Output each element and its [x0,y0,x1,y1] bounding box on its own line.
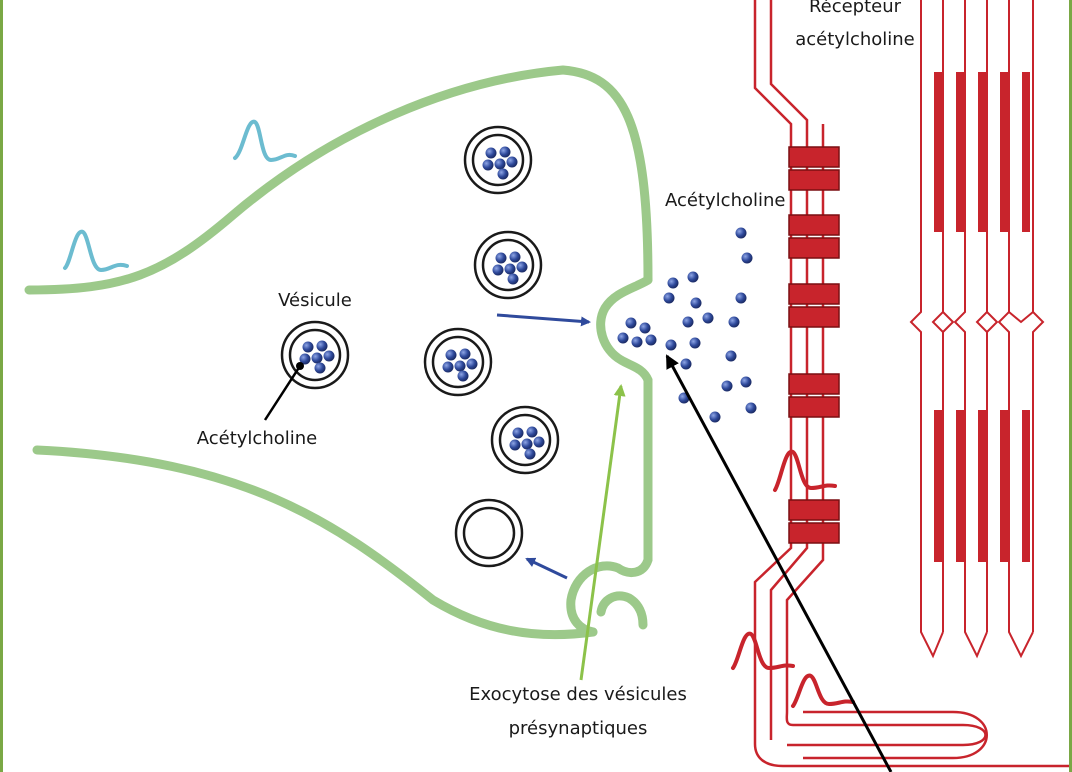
released-acetylcholine [663,227,757,423]
presynaptic-terminal [24,65,653,640]
fusing-vesicle-molecules [617,317,657,348]
vesicle-label-leader [263,365,302,421]
exocytosis-label-line2: présynaptiques [509,718,648,739]
acetylcholine-receptor [788,373,840,418]
vesicle [473,230,543,300]
acetylcholine-receptor [788,283,840,328]
acetylcholine-pointer-arrow [665,354,893,772]
vesicle [490,405,560,475]
acetylcholine-receptor [788,214,840,259]
vesicle-recycling-arrow [525,557,568,580]
exocytosis-pointer-arrow [579,384,626,681]
exocytosis-label-line1: Exocytose des vésicules [469,684,687,705]
presynaptic-membrane-lower [32,445,598,640]
myofibril-bands [934,72,1030,562]
myofibrils [909,0,1045,659]
postsynaptic-action-potential [731,631,795,671]
postsynaptic-action-potential [791,673,855,708]
vesicle-label-dot [296,362,304,370]
vesicle-movement-arrow [496,313,591,327]
acetylcholine-receptor [788,146,840,191]
empty-vesicle [454,498,524,568]
vesicle-label: Vésicule [278,290,352,311]
acetylcholine-released-label: Acétylcholine [665,190,785,211]
receptor-label-line2: acétylcholine [795,29,915,50]
presynaptic-membrane-upper [24,65,653,295]
presynaptic-membrane-cleft [566,275,653,637]
postsynaptic-action-potential [773,449,837,492]
acetylcholine-receptor [788,499,840,544]
receptor-label-line1: Récepteur [809,0,902,17]
action-potential-wave [233,119,297,163]
action-potential-wave [63,229,129,273]
vesicle [423,327,493,397]
acetylcholine-vesicle-label: Acétylcholine [197,428,317,449]
presynaptic-membrane-fold-inner [596,591,648,630]
vesicle [463,125,533,195]
